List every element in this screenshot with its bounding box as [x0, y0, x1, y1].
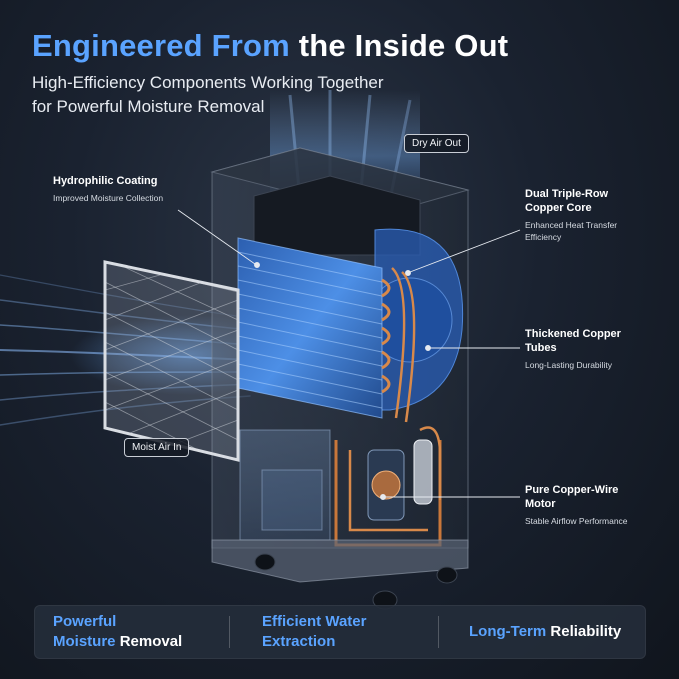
moist-air-in-label: Moist Air In [124, 438, 190, 457]
feature-divider [438, 616, 439, 648]
feature-line-2: Extraction [262, 633, 336, 650]
callout-title: Hydrophilic Coating [53, 175, 158, 187]
title-rest: the Inside Out [298, 28, 509, 63]
callout-motor: Pure Copper-Wire Motor Stable Airflow Pe… [525, 483, 675, 527]
dry-air-out-label: Dry Air Out [404, 134, 469, 153]
feature-part-a: Long-Term [469, 623, 547, 640]
motor-assembly [334, 426, 442, 547]
callout-title-line-1: Dual Triple-Row [525, 188, 609, 200]
subtitle-line-1: High-Efficiency Components Working Toget… [32, 73, 384, 92]
callout-subtitle: Long-Lasting Durability [525, 360, 612, 370]
feature-bar: Powerful Moisture Removal Efficient Wate… [34, 605, 646, 659]
title-highlight: Engineered From [32, 28, 290, 63]
page-title: Engineered From the Inside Out [32, 28, 508, 64]
subtitle-line-2: for Powerful Moisture Removal [32, 97, 265, 116]
base-and-wheels [211, 539, 469, 610]
callout-copper-tubes: Thickened Copper Tubes Long-Lasting Dura… [525, 327, 665, 371]
callout-hydrophilic-coating: Hydrophilic Coating Improved Moisture Co… [53, 174, 223, 204]
callout-title-line-1: Pure Copper-Wire [525, 484, 619, 496]
feature-divider [229, 616, 230, 648]
page-subtitle: High-Efficiency Components Working Toget… [32, 71, 492, 119]
callout-copper-core: Dual Triple-Row Copper Core Enhanced Hea… [525, 187, 665, 243]
callout-subtitle: Improved Moisture Collection [53, 193, 164, 203]
callout-subtitle: Stable Airflow Performance [525, 516, 628, 526]
callout-title-line-2: Tubes [525, 342, 557, 354]
callout-subtitle-line-2: Efficiency [525, 232, 562, 242]
callout-title-line-1: Thickened Copper [525, 328, 621, 340]
callout-title-line-2: Copper Core [525, 202, 592, 214]
evaporator-coil [237, 237, 416, 423]
feature-line-1: Efficient Water [262, 613, 367, 630]
feature-moisture-removal: Powerful Moisture Removal [35, 612, 229, 652]
feature-reliability: Long-Term Reliability [439, 622, 645, 642]
feature-line-1: Powerful [53, 613, 117, 630]
feature-part-b: Reliability [550, 623, 622, 640]
callout-title-line-2: Motor [525, 498, 556, 510]
filter-panel [103, 260, 240, 462]
callout-leaders [177, 209, 521, 500]
callout-subtitle-line-1: Enhanced Heat Transfer [525, 220, 618, 230]
feature-line-2a: Moisture [53, 633, 116, 650]
water-tank [239, 429, 331, 541]
feature-line-2b: Removal [119, 633, 183, 650]
feature-water-extraction: Efficient Water Extraction [230, 612, 438, 652]
